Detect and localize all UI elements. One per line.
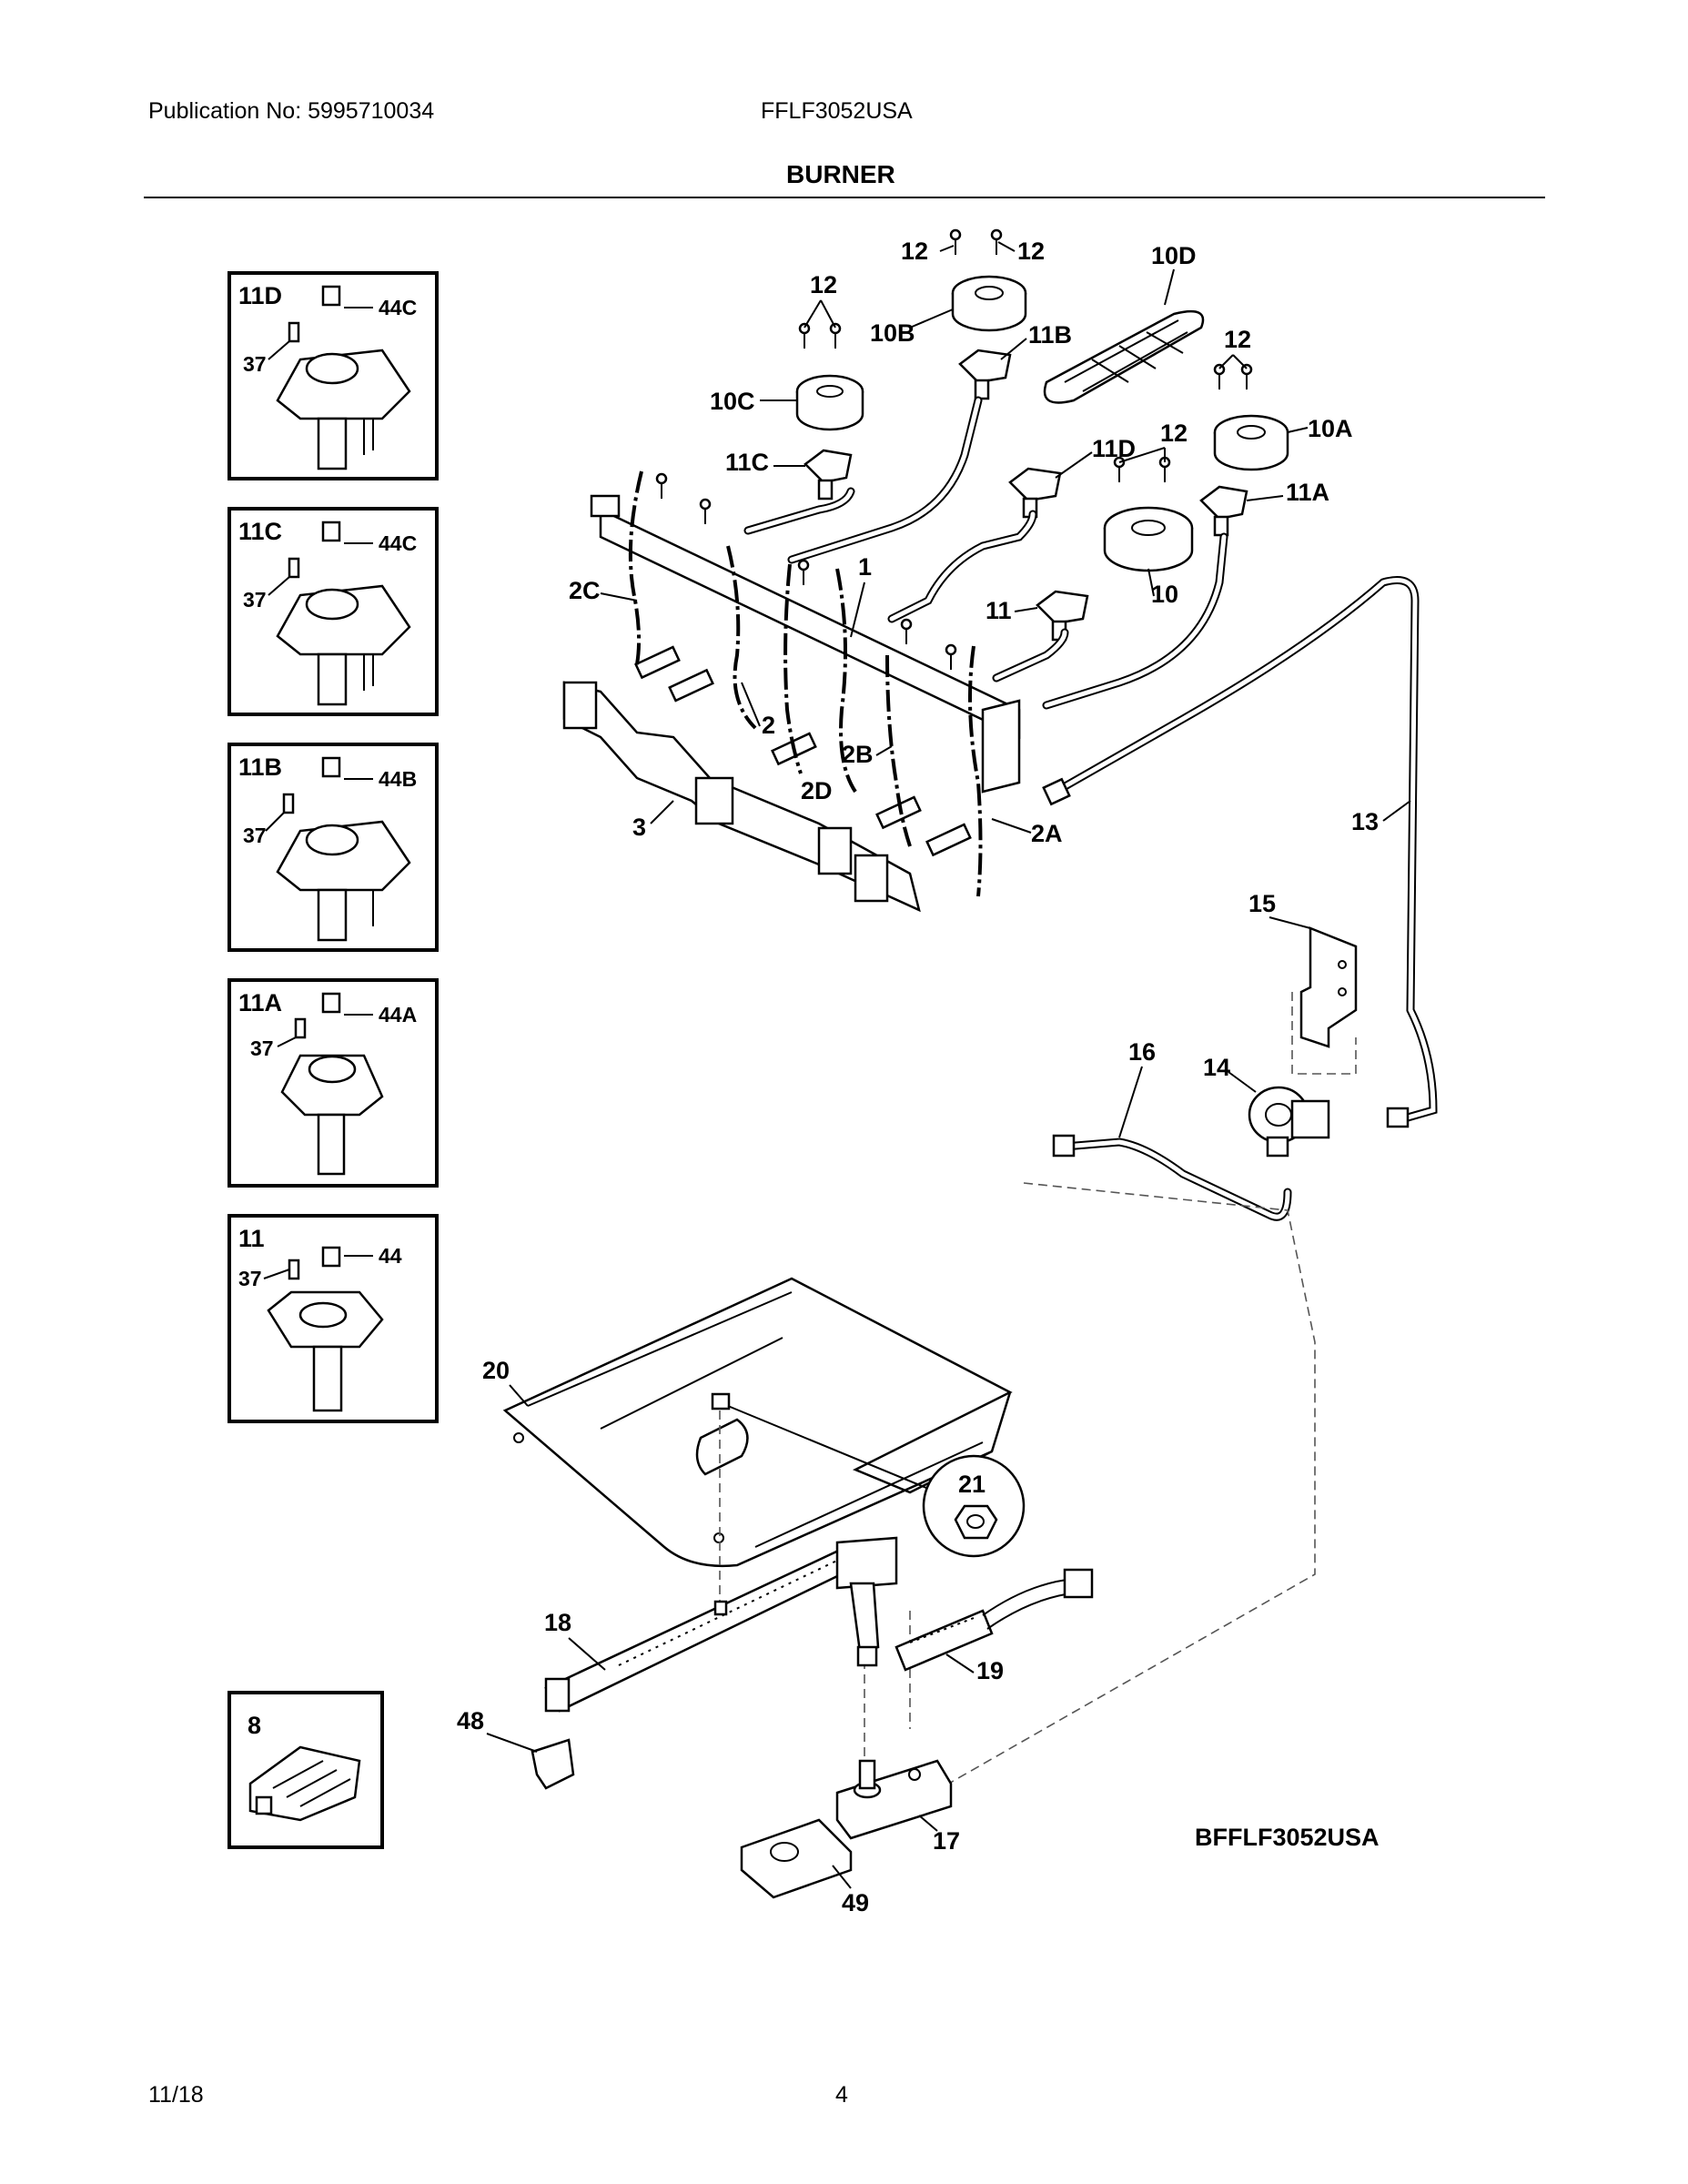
inset-box-11C: 11C 44C 37 [227, 507, 439, 716]
svg-text:3: 3 [632, 814, 646, 841]
svg-text:11C: 11C [725, 449, 769, 476]
page-number: 4 [835, 2082, 848, 2108]
burner-head-10C [795, 374, 864, 431]
burner-head-10B [951, 275, 1027, 332]
svg-text:12: 12 [1224, 326, 1251, 353]
igniter-19 [895, 1568, 1094, 1672]
svg-text:20: 20 [482, 1357, 510, 1384]
cover-49 [740, 1818, 853, 1899]
diagram-code: BFFLF3052USA [1195, 1824, 1380, 1851]
svg-text:14: 14 [1203, 1054, 1230, 1081]
svg-text:37: 37 [238, 1267, 262, 1290]
svg-text:11B: 11B [238, 753, 282, 781]
section-title: BURNER [786, 160, 895, 188]
callouts: 12 12 10D 12 10B 11B 12 10C 12 10A 11C 1… [457, 238, 1411, 1916]
svg-text:44A: 44A [379, 1003, 417, 1026]
svg-text:11C: 11C [238, 518, 282, 545]
svg-text:10: 10 [1151, 581, 1178, 608]
svg-text:2B: 2B [842, 741, 874, 768]
svg-text:17: 17 [933, 1827, 960, 1855]
burner-head-10 [1103, 506, 1194, 572]
svg-text:2A: 2A [1031, 820, 1063, 847]
svg-text:16: 16 [1128, 1038, 1156, 1066]
svg-text:2C: 2C [569, 577, 601, 604]
svg-text:21: 21 [958, 1471, 986, 1498]
svg-text:11B: 11B [1028, 321, 1072, 349]
svg-text:18: 18 [544, 1609, 571, 1636]
nut-21 [711, 1392, 1026, 1558]
svg-text:37: 37 [250, 1036, 274, 1060]
svg-text:13: 13 [1351, 808, 1379, 835]
burner-base-11D [1008, 467, 1062, 519]
svg-text:37: 37 [243, 588, 267, 612]
model-number: FFLF3052USA [761, 98, 913, 124]
gas-tubes [743, 396, 1228, 710]
svg-text:19: 19 [976, 1657, 1004, 1684]
bracket-48 [531, 1738, 575, 1790]
burner-base-11A [1199, 485, 1248, 537]
svg-text:48: 48 [457, 1707, 484, 1734]
inset-box-11: 11 44 37 [227, 1214, 439, 1423]
gas-tube-13 [1042, 576, 1438, 1128]
inset-box-11A: 11A 44A 37 [227, 978, 439, 1188]
pressure-regulator-14 [1248, 1086, 1330, 1158]
svg-text:12: 12 [810, 271, 837, 298]
svg-text:37: 37 [243, 352, 267, 376]
svg-text:8: 8 [248, 1712, 261, 1739]
svg-text:10C: 10C [710, 388, 755, 415]
burner-cap-10D [1043, 309, 1205, 404]
svg-text:12: 12 [901, 238, 928, 265]
burner-tube-18 [544, 1536, 898, 1713]
inset-box-8: 8 [227, 1691, 384, 1849]
burner-base-11C [804, 449, 853, 500]
svg-text:11A: 11A [238, 989, 282, 1016]
svg-text:37: 37 [243, 824, 267, 847]
heat-shield-20 [502, 1277, 1013, 1568]
gas-tube-16 [1052, 1134, 1292, 1221]
svg-text:44B: 44B [379, 767, 417, 791]
screws-12 [655, 228, 1253, 670]
svg-text:12: 12 [1160, 420, 1188, 447]
svg-text:44C: 44C [379, 531, 417, 555]
svg-text:10B: 10B [870, 319, 915, 347]
svg-text:44C: 44C [379, 296, 417, 319]
wiring-harnesses [628, 470, 983, 897]
inset-label: 11D [238, 282, 282, 309]
svg-text:10A: 10A [1308, 415, 1353, 442]
svg-text:1: 1 [858, 553, 872, 581]
svg-text:10D: 10D [1151, 242, 1197, 269]
footer-date: 11/18 [148, 2082, 204, 2108]
svg-text:11A: 11A [1286, 479, 1329, 506]
svg-text:44: 44 [379, 1244, 402, 1268]
svg-text:12: 12 [1017, 238, 1045, 265]
inset-box-11D: 11D 44C 37 [227, 271, 439, 480]
svg-text:15: 15 [1248, 890, 1276, 917]
inset-box-11B: 11B 44B 37 [227, 743, 439, 952]
valves [634, 645, 972, 857]
svg-text:11: 11 [238, 1225, 265, 1252]
svg-text:2: 2 [762, 712, 775, 739]
svg-text:11D: 11D [1092, 435, 1136, 462]
manifold-pipe-1 [590, 494, 1021, 794]
svg-text:11: 11 [986, 597, 1012, 624]
publication-number: Publication No: 5995710034 [148, 98, 435, 124]
header-rule [144, 197, 1545, 198]
svg-text:49: 49 [842, 1889, 869, 1916]
safety-valve-17 [835, 1759, 953, 1840]
regulator-bracket-15 [1299, 926, 1358, 1048]
front-bracket-3 [562, 681, 921, 913]
burner-head-10A [1213, 414, 1289, 471]
svg-text:2D: 2D [801, 777, 833, 804]
